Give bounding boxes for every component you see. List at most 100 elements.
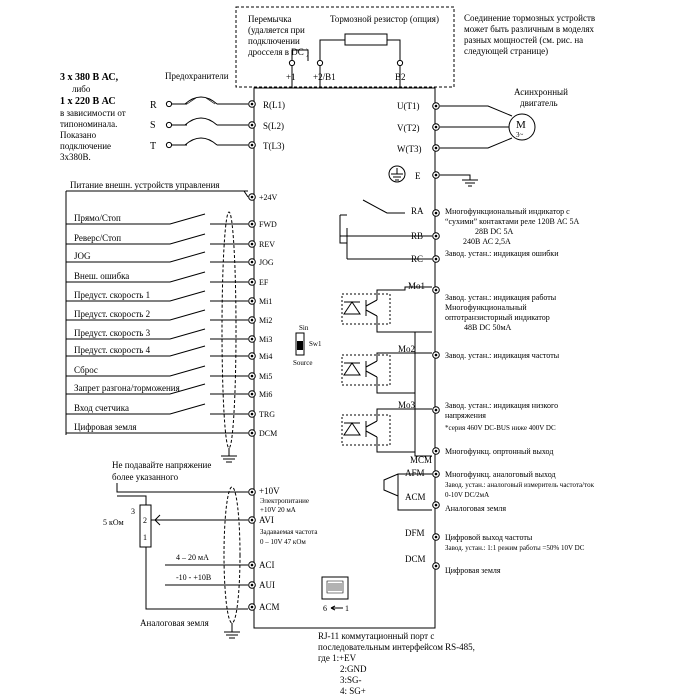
digital-input-label: JOG	[74, 251, 91, 261]
v10-desc-1: Электропитание	[260, 497, 309, 505]
earth-ground-right	[440, 174, 478, 187]
terminal-10v: +10V	[259, 486, 280, 496]
fuses-label: Предохранители	[165, 71, 229, 81]
pot-pin-3: 3	[131, 507, 135, 516]
relay-desc-4: 240В АС 2,5А	[463, 237, 511, 246]
brake-note-4: следующей странице)	[464, 46, 548, 56]
brake-note-2: может быть различным в моделях	[464, 24, 594, 34]
v10-desc-2: +10V 20 мА	[260, 506, 296, 514]
aui-range: -10 - +10В	[176, 573, 211, 582]
inverter-body	[253, 87, 436, 629]
terminal-r-l1: R(L1)	[263, 100, 285, 110]
supply-line-8: 3х380В.	[60, 152, 91, 162]
terminal-t-l3: T(L3)	[263, 141, 285, 151]
digital-input-label: Запрет разгона/торможения	[74, 383, 180, 393]
phase-r-label: R	[150, 100, 157, 111]
afm-desc-3: 0-10V DC/2мА	[445, 491, 489, 499]
rj11-pin6: 6	[323, 604, 327, 613]
mo1-desc-3: оптотранзисторный индикатор	[445, 313, 550, 322]
supply-line-3: 1 х 220 В АС	[60, 96, 116, 107]
jumper-line-3: подключении	[248, 36, 300, 46]
acm-out-desc: Аналоговая земля	[445, 504, 506, 513]
aci-range: 4 – 20 мА	[176, 553, 209, 562]
digital-input-label: Цифровая земля	[74, 422, 137, 432]
mcm-desc: Многофункц. опртонный выход	[445, 447, 553, 456]
digital-input-terminal: FWD	[259, 220, 277, 229]
digital-input-label: Вход счетчика	[74, 403, 129, 413]
avi-desc-2: 0 – 10V 47 кОм	[260, 538, 306, 546]
terminal-aui: AUI	[259, 580, 275, 590]
afm-amplifier	[383, 473, 432, 497]
digital-input-label: Внеш. ошибка	[74, 271, 129, 281]
supply-line-4: в зависимости от	[60, 108, 126, 118]
motor-symbol	[508, 113, 536, 141]
dfm-desc-1: Цифровой выход частоты	[445, 533, 533, 542]
mo3-desc-3: *серия 460V DC-BUS ниже 400V DC	[445, 424, 556, 432]
brake-resistor-label: Тормозной резистор (опция)	[330, 14, 439, 24]
terminal-24v: +24V	[259, 193, 278, 202]
brake-note-1: Соединение тормозных устройств	[464, 13, 595, 23]
phase-t-line: T T(L3)	[150, 137, 285, 152]
relay-desc-1: Многофункциональный индикатор с	[445, 207, 570, 216]
digital-input-label: Предуст. скорость 3	[74, 328, 151, 338]
rj11-desc-2: последовательным интерфейсом RS-485,	[318, 642, 475, 652]
jumper-line-4: дросселя в DC )	[248, 47, 309, 57]
pot-value: 5 кОм	[103, 518, 124, 527]
opto-mo3	[341, 332, 432, 457]
terminal-afm: AFM	[405, 468, 425, 478]
digital-input-label: Прямо/Стоп	[74, 213, 121, 223]
input-shield	[221, 211, 237, 449]
rj11-desc-3: где 1:+EV	[318, 653, 357, 663]
terminal-acm-in: ACM	[259, 602, 280, 612]
mo3-desc-2: напряжения	[445, 411, 486, 420]
terminal-dcm-out: DCM	[405, 554, 426, 564]
phase-s-label: S	[150, 120, 156, 131]
analog-ground	[224, 623, 240, 639]
terminal-plus2-b1: +2/B1	[313, 72, 336, 82]
brake-note-3: разных мощностей (см. рис. на	[464, 35, 583, 45]
motor-label-2: двигатель	[520, 98, 558, 108]
rj11-desc-4: 2:GND	[340, 664, 367, 674]
relay-contacts	[339, 199, 432, 260]
supply-line-5: типономинала.	[60, 119, 117, 129]
switch-source-label: Source	[293, 359, 312, 367]
mo1-desc-1: Завод. устан.: индикация работы	[445, 293, 557, 302]
relay-desc-5: Завод. устан.: индикация ошибки	[445, 249, 559, 258]
warning-line-2: более указанного	[112, 472, 179, 482]
motor-wires	[440, 105, 513, 149]
motor-symbol-sub: 3~	[516, 131, 524, 139]
afm-desc-2: Завод. устан.: аналоговый измеритель час…	[445, 481, 595, 489]
terminal-mo1: Mo1	[408, 281, 425, 291]
mo1-desc-4: 48В DC 50мА	[464, 323, 512, 332]
pot-pin-2: 2	[143, 516, 147, 525]
terminal-s-l2: S(L2)	[263, 121, 284, 131]
digital-input-terminal: Mi4	[259, 352, 272, 361]
terminal-b2: B2	[395, 72, 406, 82]
rj11-desc-6: 4: SG+	[340, 686, 366, 696]
terminal-aci: ACI	[259, 560, 275, 570]
afm-desc-1: Многофункц. аналоговый выход	[445, 470, 556, 479]
jumper-wire	[291, 49, 309, 61]
mo2-desc: Завод. устан.: индикация частоты	[445, 351, 560, 360]
rj11-pin1: 1	[345, 604, 349, 613]
switch-sin-label: Sin	[299, 324, 309, 332]
dcm-out-desc: Цифровая земля	[445, 566, 501, 575]
digital-input-terminal: Mi2	[259, 316, 272, 325]
warning-line-1: Не подавайте напряжение	[112, 460, 211, 470]
phase-r-line: R R(L1)	[150, 96, 285, 111]
supply-line-1: 3 х 380 В АС,	[60, 72, 119, 83]
mo3-desc-1: Завод. устан.: индикация низкого	[445, 401, 558, 410]
